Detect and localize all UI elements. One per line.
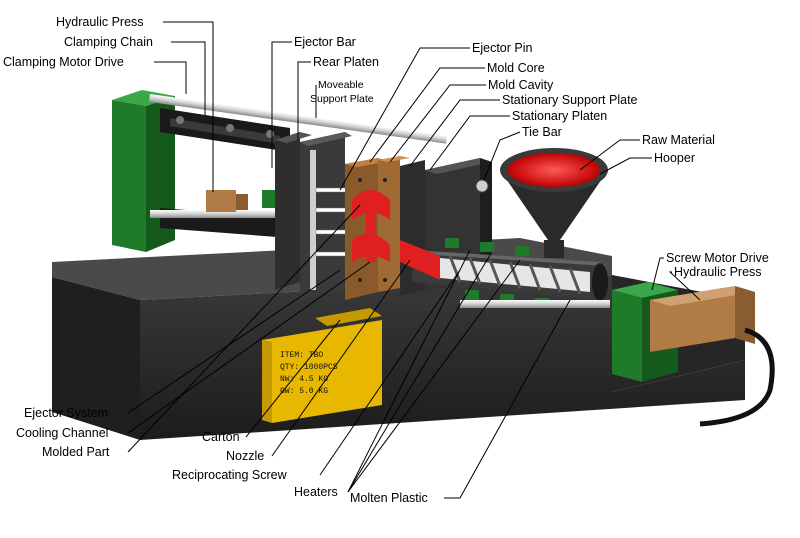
label-clamping-motor-drive: Clamping Motor Drive	[3, 55, 124, 69]
cooling-channels	[358, 178, 387, 282]
label-molten-plastic: Molten Plastic	[350, 491, 428, 505]
hydraulic-hose	[699, 327, 775, 427]
label-carton: Carton	[202, 430, 240, 444]
moveable-support-plate	[300, 132, 352, 300]
label-reciprocating-screw: Reciprocating Screw	[172, 468, 288, 482]
clamping-chain	[160, 108, 290, 238]
label-heaters: Heaters	[294, 485, 338, 499]
leader-lines	[127, 21, 701, 499]
label-mold-cavity: Mold Cavity	[488, 78, 554, 92]
label-hopper: Hooper	[654, 151, 695, 165]
labels: Hydraulic Press Clamping Chain Clamping …	[3, 15, 769, 505]
hydraulic-press-left	[206, 190, 248, 212]
label-rear-platen: Rear Platen	[313, 55, 379, 69]
label-moveable-1: Moveable	[318, 79, 364, 91]
label-moveable-2: Support Plate	[310, 93, 374, 105]
carton-label-text: ITEM: TBO QTY: 1000PCS NW: 4.5 KG GW: 5.…	[280, 351, 338, 396]
molten-plastic	[400, 240, 440, 280]
label-nozzle: Nozzle	[226, 449, 264, 463]
hopper	[500, 148, 608, 258]
label-stationary-support-plate: Stationary Support Plate	[502, 93, 638, 107]
label-stationary-platen: Stationary Platen	[512, 109, 607, 123]
label-ejector-system: Ejector System	[24, 406, 108, 420]
label-clamping-chain: Clamping Chain	[64, 35, 153, 49]
label-hydraulic-press-top: Hydraulic Press	[56, 15, 144, 29]
carton-line-1: ITEM: TBO	[280, 351, 323, 360]
label-ejector-bar: Ejector Bar	[294, 35, 356, 49]
label-mold-core: Mold Core	[487, 61, 545, 75]
label-ejector-pin: Ejector Pin	[472, 41, 532, 55]
rear-platen	[275, 132, 312, 290]
molded-part	[352, 190, 390, 262]
tie-bar-end	[475, 179, 489, 193]
label-screw-motor-drive: Screw Motor Drive	[666, 251, 769, 265]
tie-bar-lower	[460, 300, 610, 308]
carton	[262, 308, 382, 423]
carton-line-3: NW: 4.5 KG	[280, 375, 328, 384]
carton-line-4: GW: 5.0 KG	[280, 387, 328, 396]
label-raw-material: Raw Material	[642, 133, 715, 147]
barrel-end	[592, 263, 608, 301]
carton-line-2: QTY: 1000PCS	[280, 363, 338, 372]
label-cooling-channel: Cooling Channel	[16, 426, 108, 440]
label-tie-bar: Tie Bar	[522, 125, 562, 139]
label-molded-part: Molded Part	[42, 445, 110, 459]
reciprocating-screw	[440, 255, 590, 295]
ejector-bar	[310, 150, 316, 290]
label-hydraulic-press-right: Hydraulic Press	[674, 265, 762, 279]
